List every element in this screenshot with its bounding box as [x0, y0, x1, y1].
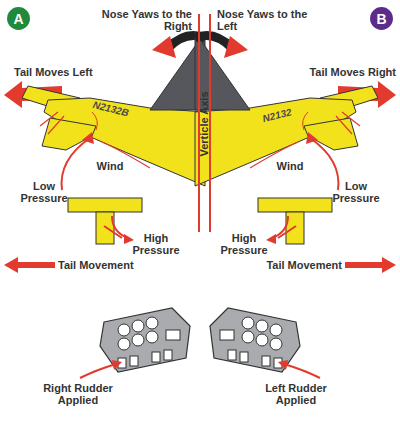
pressure-label: Low Pressure	[324, 180, 388, 204]
motion-label: Nose Yaws to the Left	[217, 8, 309, 32]
panel-badge: A	[6, 6, 31, 31]
axis-label: Verticle Axis	[198, 84, 210, 164]
motion-label: Nose Yaws to the Right	[100, 8, 192, 32]
yaw-illustration-b	[195, 32, 396, 378]
axis-label: Tail Movement	[250, 259, 342, 271]
pressure-label: High Pressure	[124, 232, 188, 256]
pressure-label: High Pressure	[212, 232, 276, 256]
wind-label: Wind	[270, 160, 310, 172]
badge-letter: A	[6, 6, 31, 31]
badge-letter: B	[369, 6, 394, 31]
axis-label: Tail Movement	[58, 259, 158, 271]
motion-label: Tail Moves Left	[14, 66, 114, 78]
panel-badge: B	[369, 6, 394, 31]
wind-label: Wind	[90, 160, 130, 172]
yaw-illustration-a	[4, 32, 205, 378]
control-label: Right Rudder Applied	[38, 382, 118, 406]
pressure-label: Low Pressure	[12, 180, 76, 204]
motion-label: Tail Moves Right	[296, 66, 396, 78]
control-label: Left Rudder Applied	[256, 382, 336, 406]
